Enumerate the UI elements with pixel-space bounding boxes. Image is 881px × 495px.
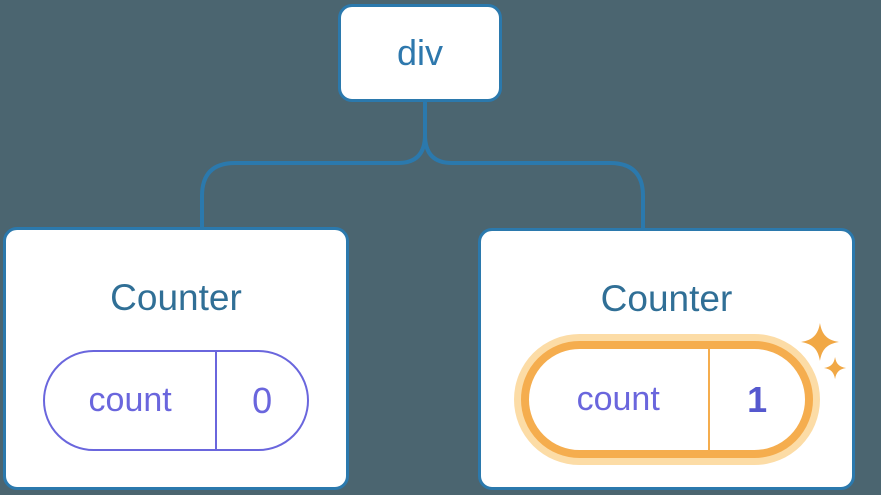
state-pill: count 0: [43, 350, 309, 451]
sparkles-icon: [801, 323, 847, 380]
state-key-label: count: [88, 381, 172, 419]
state-value: 1: [747, 378, 768, 420]
connector-left-branch: [200, 101, 427, 229]
counter-node-right: Counter count 1: [478, 228, 855, 490]
root-node-label: div: [396, 32, 444, 73]
counter-node-left: Counter count 0: [3, 227, 349, 490]
pill-divider: [215, 352, 218, 449]
counter-title: Counter: [600, 278, 733, 319]
connector-right-branch: [423, 101, 645, 230]
root-node-div: div: [338, 4, 502, 102]
sparkle-small-icon: [824, 357, 847, 380]
state-key-label: count: [576, 380, 660, 418]
sparkle-large-icon: [801, 323, 839, 361]
pill-divider: [707, 349, 710, 450]
state-pill-highlighted: count 1: [520, 341, 813, 458]
counter-title: Counter: [110, 277, 242, 318]
state-value: 0: [252, 379, 273, 421]
